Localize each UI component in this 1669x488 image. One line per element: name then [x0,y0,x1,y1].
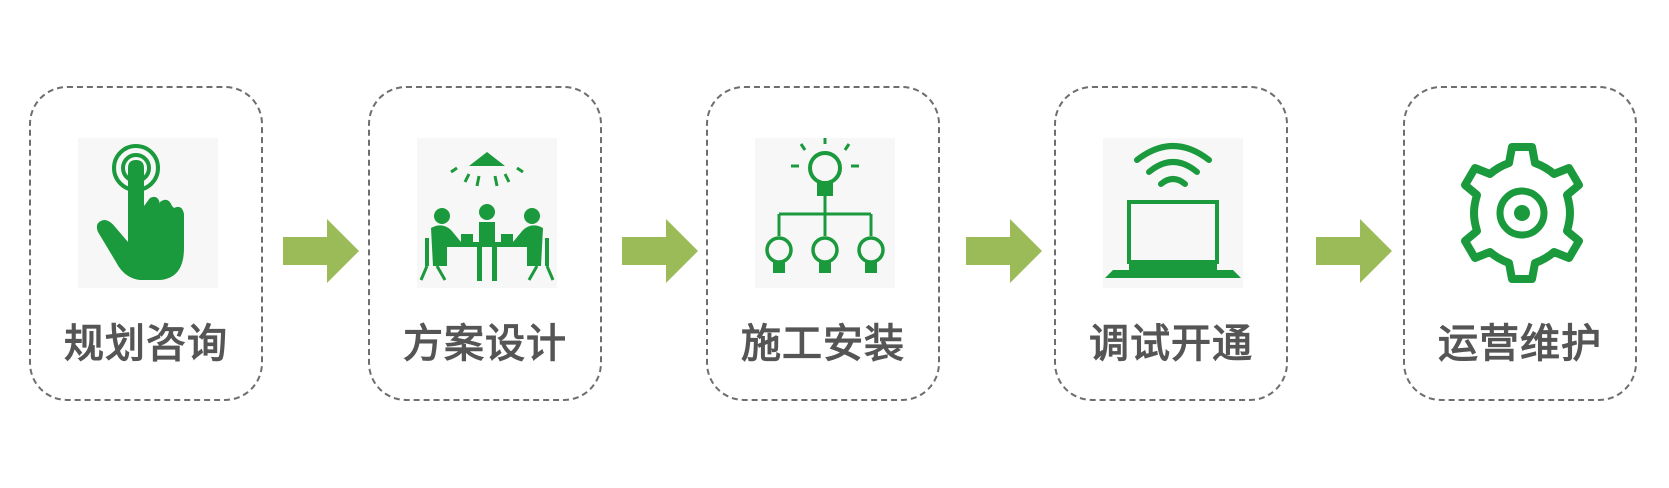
step-debug-activation: 调试开通 [1054,86,1288,401]
arrow-right-icon [622,219,698,283]
arrow-right-icon [1316,219,1392,283]
step-planning-consulting: 规划咨询 [29,86,263,401]
step-label: 运营维护 [1438,321,1602,367]
step-construction-installation: 施工安装 [706,86,940,401]
arrow-right-icon [283,219,359,283]
laptop-wifi-icon [1103,138,1243,288]
step-label: 规划咨询 [64,321,228,367]
step-label: 施工安装 [741,321,905,367]
gear-icon [1452,138,1592,288]
step-solution-design: 方案设计 [368,86,602,401]
arrow-right-icon [966,219,1042,283]
lightbulb-network-icon [755,138,895,288]
meeting-table-icon [417,138,557,288]
step-operation-maintenance: 运营维护 [1403,86,1637,401]
hand-touch-icon [78,138,218,288]
step-label: 调试开通 [1089,321,1253,367]
step-label: 方案设计 [403,321,567,367]
